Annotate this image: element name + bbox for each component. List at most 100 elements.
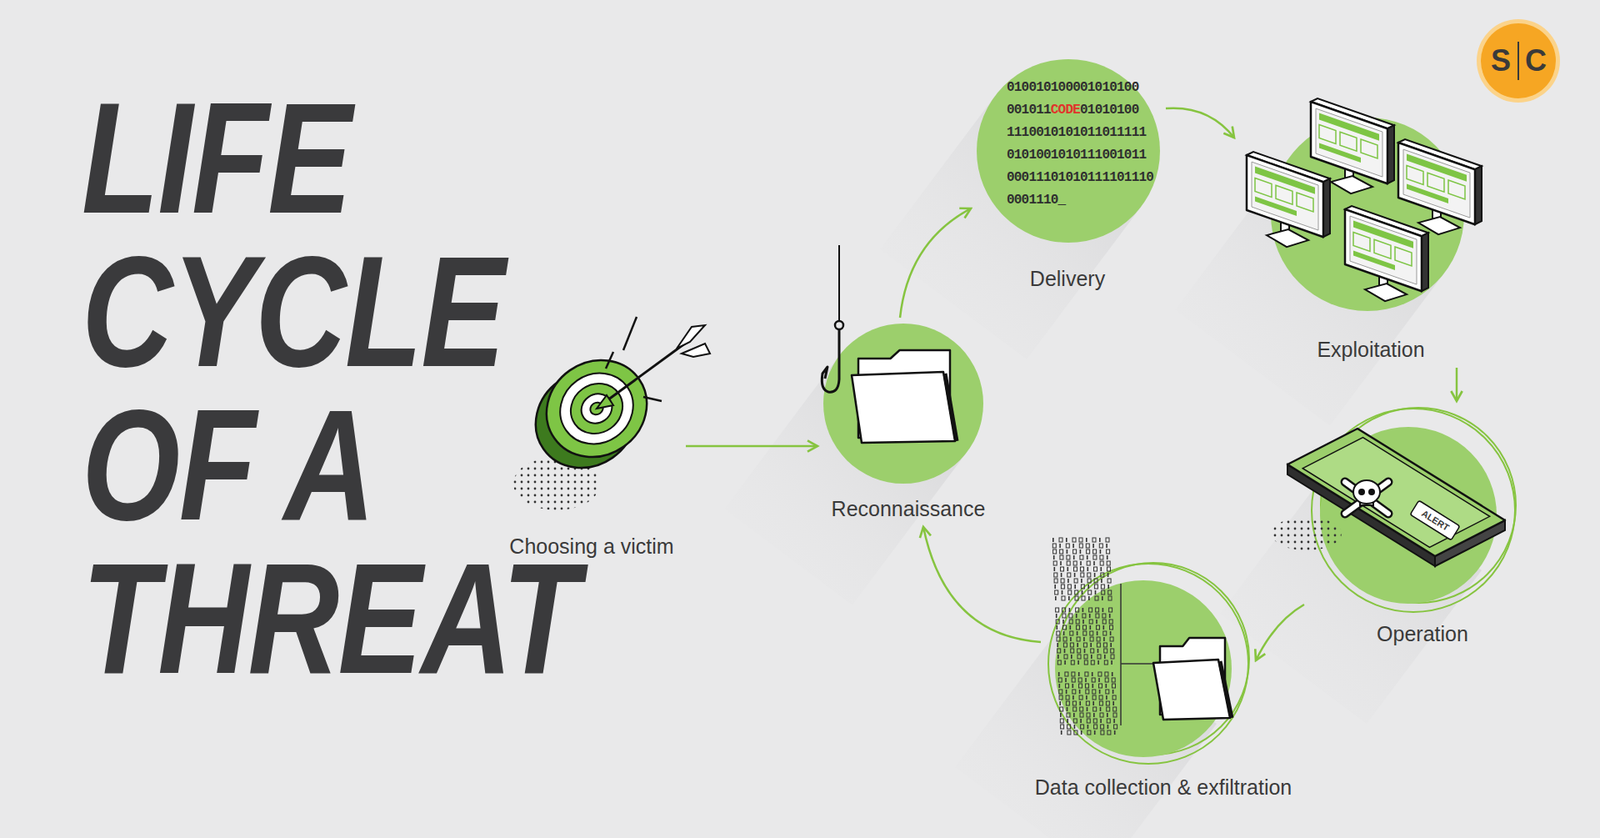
art-rect [1077, 654, 1081, 659]
flow-arrow [1455, 367, 1459, 401]
art-rect [1079, 689, 1081, 694]
art-rect [1101, 590, 1105, 595]
art-path [821, 329, 840, 392]
art-rect [1105, 683, 1108, 688]
binary-text: 1110010101011011111 [1006, 125, 1146, 140]
art-rect [1053, 555, 1055, 560]
art-rect [1080, 730, 1083, 735]
art-rect [1079, 683, 1083, 688]
art-rect [1061, 590, 1064, 595]
art-rect [1090, 642, 1092, 647]
art-rect [1110, 642, 1112, 647]
art-rect [1060, 724, 1065, 729]
art-rect [1060, 555, 1064, 560]
art-ellipse [1353, 480, 1380, 504]
art-ellipse [546, 359, 648, 459]
art-rect [1073, 718, 1077, 723]
art-rect [1095, 590, 1097, 595]
art-rect [1107, 730, 1111, 735]
binary-row: 010010100001010100 [1006, 79, 1139, 96]
art-rect [1056, 636, 1060, 641]
art-rect [1096, 642, 1100, 647]
art-rect [1091, 671, 1094, 676]
art-rect [1101, 595, 1104, 600]
art-rect [1099, 543, 1103, 548]
art-rect [1080, 712, 1084, 717]
art-polygon [1266, 229, 1309, 247]
art-rect [1095, 613, 1100, 618]
art-rect [1085, 543, 1090, 548]
art-ellipse [527, 340, 666, 477]
art-line [1120, 583, 1122, 725]
art-rect [1106, 706, 1110, 711]
art-rect [1096, 636, 1100, 641]
art-rect [1063, 636, 1067, 641]
art-rect [1087, 724, 1090, 729]
art-rect [1104, 660, 1108, 665]
art-rect [1106, 718, 1110, 723]
art-polygon [1315, 108, 1383, 177]
logo-letter: C [1525, 45, 1547, 76]
art-rect [1097, 660, 1100, 665]
art-polygon [851, 371, 955, 443]
art-rect [1113, 718, 1115, 723]
art-polygon [1345, 209, 1422, 291]
art-rect [1104, 648, 1108, 653]
art-line [1517, 41, 1520, 80]
art-polygon [1403, 149, 1470, 218]
art-rect [1060, 578, 1065, 583]
art-rect [1065, 683, 1070, 688]
art-polygon [1353, 250, 1395, 271]
art-rect [1076, 630, 1079, 635]
art-polygon [1406, 184, 1449, 205]
art-rect [1074, 724, 1076, 729]
art-rect [1100, 584, 1105, 589]
art-circle [1358, 488, 1365, 495]
art-rect [1073, 712, 1075, 717]
art-rect [1095, 619, 1098, 624]
art-rect [1072, 689, 1076, 694]
art-rect [1061, 595, 1065, 600]
stage-circle [1240, 117, 1495, 311]
art-rect [1060, 706, 1064, 711]
art-rect [1053, 560, 1057, 565]
art-rect [1066, 549, 1069, 554]
art-rect [1073, 555, 1075, 560]
art-rect [1074, 578, 1078, 583]
art-rect [1099, 695, 1103, 700]
art-rect [1087, 584, 1090, 589]
art-rect [1113, 712, 1117, 717]
stage-icon [1240, 117, 1495, 311]
art-polygon [1296, 192, 1314, 212]
art-rect [1055, 619, 1060, 624]
binary-text: 001011 [1006, 102, 1051, 118]
art-polygon [1153, 659, 1230, 720]
art-rect [1059, 537, 1063, 542]
art-rect [1080, 724, 1085, 729]
art-rect [1080, 572, 1085, 577]
art-rect [1080, 555, 1084, 560]
art-rect [1106, 712, 1109, 717]
art-rect [1067, 566, 1070, 571]
art-rect [1112, 700, 1115, 705]
art-rect [1065, 677, 1067, 682]
art-rect [1099, 537, 1101, 542]
art-rect [1093, 555, 1097, 560]
art-rect [1058, 671, 1060, 676]
art-rect [1064, 654, 1068, 659]
art-rect [1090, 636, 1094, 641]
art-rect [1090, 648, 1095, 653]
art-rect [1099, 700, 1103, 705]
art-rect [1065, 543, 1070, 548]
art-polygon [1319, 125, 1336, 145]
binary-row: 0001110_ [1006, 191, 1065, 209]
art-polygon [1246, 155, 1324, 237]
art-rect [1060, 566, 1065, 571]
art-rect [1064, 660, 1066, 665]
art-rect [1054, 566, 1056, 571]
art-rect [1107, 724, 1110, 729]
art-rect [1062, 613, 1066, 618]
art-polygon [1406, 165, 1424, 185]
art-ellipse [560, 373, 633, 444]
art-rect [1083, 630, 1087, 635]
